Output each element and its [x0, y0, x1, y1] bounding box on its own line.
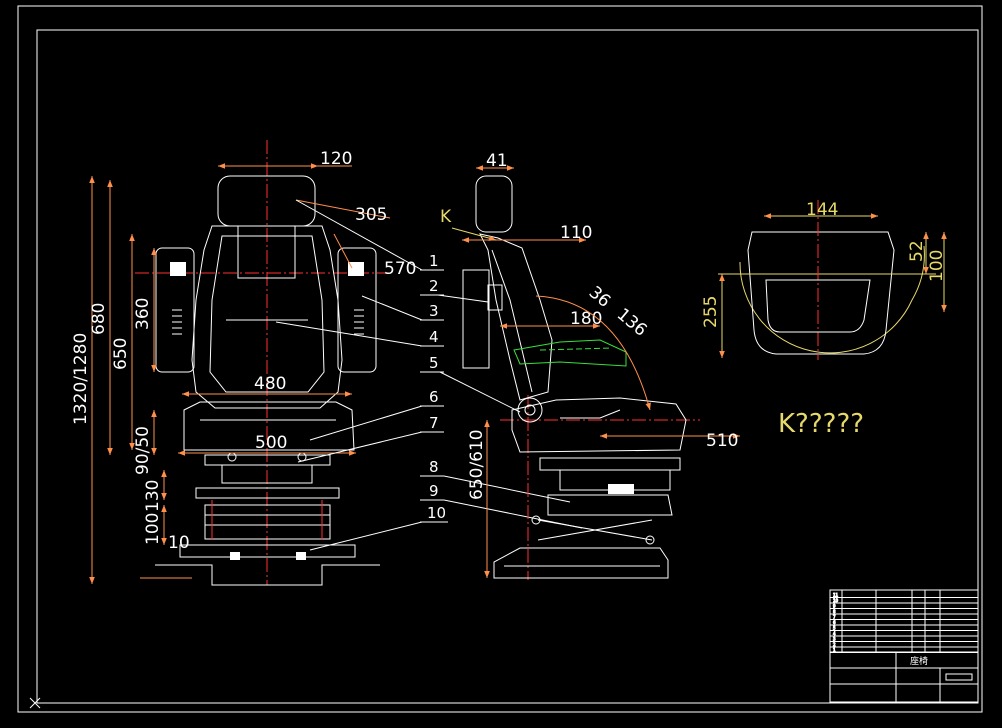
- part-number-6: 6: [429, 388, 439, 406]
- dim-130: 130: [143, 480, 163, 512]
- dim-36: 36: [585, 283, 614, 312]
- part-number-9: 9: [429, 482, 439, 500]
- title-block-row-number: 11: [833, 593, 839, 598]
- front-suspension: [195, 487, 340, 499]
- view-k-title: K?????: [778, 409, 864, 439]
- dim-650: 650: [111, 338, 131, 370]
- side-seat-cushion: [511, 397, 687, 453]
- sheet-border: [17, 5, 983, 713]
- dim-41: 41: [486, 151, 508, 171]
- dim-305: 305: [355, 205, 387, 225]
- title-block-row-number: 4: [833, 631, 836, 636]
- part-number-7: 7: [429, 414, 439, 432]
- title-block-row-number: 1: [833, 648, 836, 653]
- view-k-marker: K: [440, 207, 452, 227]
- dim-650-610: 650/610: [467, 429, 487, 500]
- side-headrest: [475, 175, 513, 233]
- dim-480: 480: [254, 374, 286, 394]
- part-number-1: 1: [429, 252, 439, 270]
- dim-144: 144: [806, 200, 838, 220]
- dim-500: 500: [255, 433, 287, 453]
- ucs-icon: [29, 697, 41, 709]
- part-number-10: 10: [427, 504, 446, 522]
- side-suspension: [547, 494, 673, 516]
- view-k-outline: [747, 231, 895, 355]
- dim-360: 360: [133, 298, 153, 330]
- dim-k-100: 100: [927, 250, 947, 282]
- view-k: 144 52 100 255 K?????: [701, 200, 947, 439]
- dim-52: 52: [907, 240, 927, 262]
- part-number-8: 8: [429, 458, 439, 476]
- part-number-3: 3: [429, 302, 439, 320]
- dim-1320-1280: 1320/1280: [71, 333, 91, 425]
- front-right-armrest: [337, 247, 377, 373]
- title-block-row-number: 3: [833, 637, 836, 642]
- dim-255: 255: [701, 296, 721, 328]
- dim-10: 10: [168, 533, 190, 553]
- title-block-row-number: 6: [833, 620, 836, 625]
- part-number-5: 5: [429, 354, 439, 372]
- side-backrest: [479, 233, 553, 401]
- dim-110: 110: [560, 223, 592, 243]
- dim-510: 510: [706, 431, 738, 451]
- dim-180: 180: [570, 309, 602, 329]
- side-slide-rail: [539, 457, 681, 471]
- side-base: [493, 547, 669, 579]
- front-base: [179, 544, 356, 558]
- dim-90-50: 90/50: [133, 426, 153, 475]
- part-number-4: 4: [429, 328, 439, 346]
- title-block-row-number: 10: [833, 598, 839, 603]
- title-block-row-number: 2: [833, 642, 836, 647]
- front-dimensions: 120 305 570 480 500 1320/1280 680 650 36…: [71, 149, 416, 584]
- front-view: [135, 140, 392, 586]
- dim-680: 680: [89, 303, 109, 335]
- front-backrest: [191, 225, 343, 409]
- front-seat-cushion: [183, 401, 355, 451]
- side-view: [462, 175, 700, 580]
- title-block-name: 座椅: [910, 655, 928, 667]
- title-block-row-number: 7: [833, 615, 836, 620]
- part-number-2: 2: [429, 277, 439, 295]
- dim-570: 570: [384, 259, 416, 279]
- side-armrest-hidden: [513, 339, 627, 367]
- dim-100: 100: [143, 513, 163, 545]
- title-block-row-number: 5: [833, 626, 836, 631]
- side-dimensions: 41 110 K 180 36 136 510 650/610: [440, 151, 740, 578]
- dim-136: 136: [613, 305, 651, 341]
- title-block-row-number: 9: [833, 604, 836, 609]
- part-leaders: 1 2 3 4 5 6 7 8 9 10: [275, 199, 583, 551]
- dim-120: 120: [320, 149, 352, 169]
- title-block-row-number: 8: [833, 609, 836, 614]
